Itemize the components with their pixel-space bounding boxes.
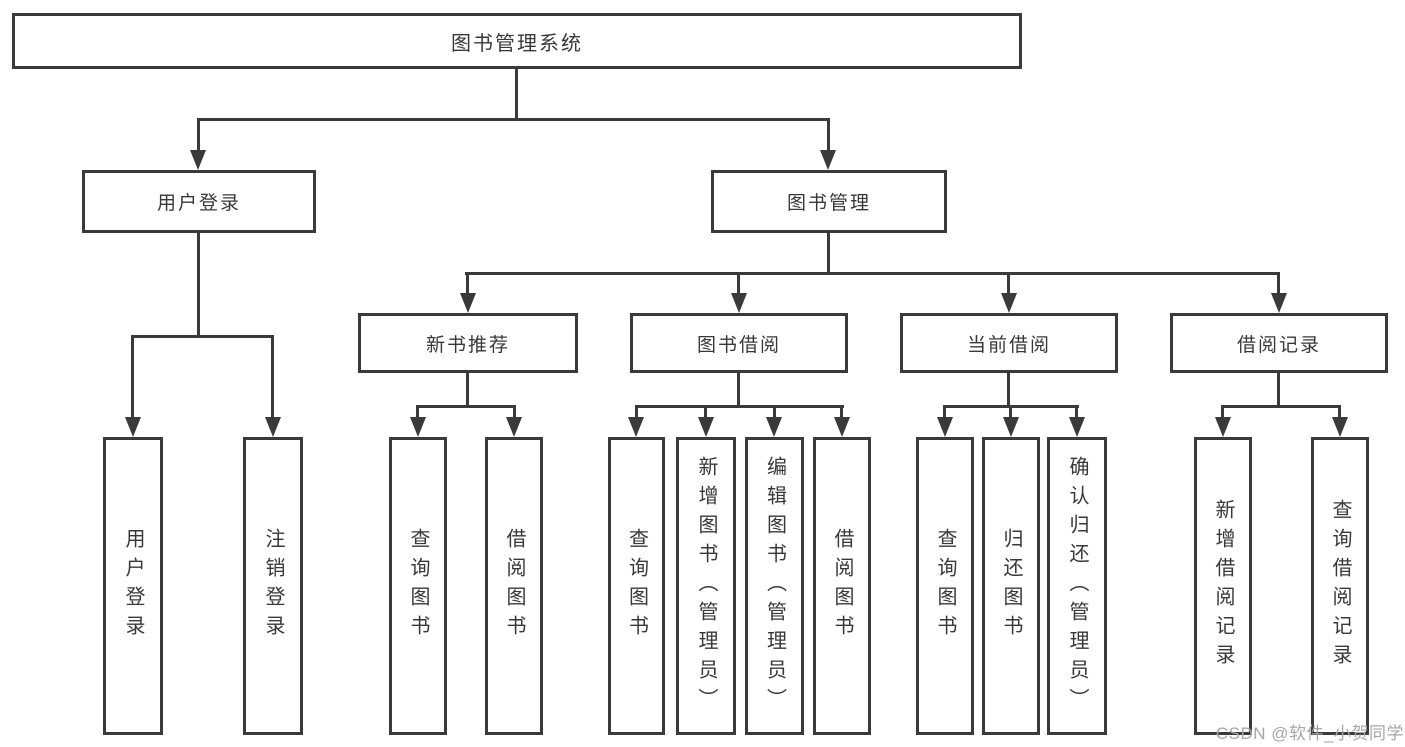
node-library-management-system: 图书管理系统 <box>12 13 1022 69</box>
connector-stem <box>197 233 200 335</box>
node-book-borrow: 图书借阅 <box>630 313 848 373</box>
connector-drop <box>271 335 274 419</box>
connector-bar <box>465 272 1280 275</box>
connector-drop <box>943 405 946 421</box>
connector-bar <box>197 118 830 121</box>
leaf-label: 查询图书 <box>625 528 648 644</box>
leaf-confirm-return-admin: 确认归还（管理员） <box>1047 437 1107 735</box>
arrow-down-icon <box>698 417 714 437</box>
arrow-down-icon <box>766 417 782 437</box>
connector-drop <box>773 405 776 421</box>
connector-bar <box>635 405 844 408</box>
connector-drop <box>1338 405 1341 421</box>
leaf-label: 查询图书 <box>934 528 956 644</box>
leaf-label: 归还图书 <box>1000 528 1022 644</box>
connector-drop <box>635 405 638 421</box>
connector-stem <box>737 373 740 405</box>
connector-bar <box>1221 405 1341 408</box>
arrow-down-icon <box>506 417 522 437</box>
leaf-add-books-admin: 新增图书（管理员） <box>676 437 736 735</box>
leaf-label: 新增借阅记录 <box>1212 499 1234 673</box>
arrow-down-icon <box>265 417 281 437</box>
leaf-label: 查询图书 <box>407 528 429 644</box>
arrow-down-icon <box>628 417 644 437</box>
arrow-down-icon <box>1215 417 1231 437</box>
arrow-down-icon <box>190 150 206 170</box>
leaf-user-login: 用户登录 <box>103 437 163 735</box>
node-current-borrow: 当前借阅 <box>900 313 1118 373</box>
arrow-down-icon <box>125 417 141 437</box>
arrow-down-icon <box>1001 293 1017 313</box>
leaf-label: 确认归还（管理员） <box>1066 455 1088 717</box>
leaf-label: 借阅图书 <box>503 528 525 644</box>
leaf-label: 注销登录 <box>262 528 284 644</box>
connector-drop <box>1007 272 1010 295</box>
connector-drop <box>1221 405 1224 421</box>
connector-stem <box>515 69 518 118</box>
leaf-add-borrow-records: 新增借阅记录 <box>1194 437 1252 735</box>
leaf-edit-books-admin: 编辑图书（管理员） <box>745 437 804 735</box>
leaf-query-books-borrow: 查询图书 <box>608 437 665 735</box>
connector-drop <box>416 405 419 421</box>
connector-drop <box>1009 405 1012 421</box>
leaf-label: 新增图书（管理员） <box>695 455 717 717</box>
leaf-label: 用户登录 <box>122 528 144 644</box>
connector-stem <box>827 233 830 272</box>
arrow-down-icon <box>1332 417 1348 437</box>
arrow-down-icon <box>1003 417 1019 437</box>
connector-stem <box>466 373 469 405</box>
node-borrow-records: 借阅记录 <box>1170 313 1388 373</box>
connector-drop <box>827 118 830 154</box>
connector-drop <box>1075 405 1078 421</box>
node-user-login: 用户登录 <box>82 170 316 233</box>
connector-drop <box>737 272 740 295</box>
connector-drop <box>466 272 469 295</box>
arrow-down-icon <box>1271 293 1287 313</box>
leaf-return-books: 归还图书 <box>982 437 1040 735</box>
connector-bar <box>131 335 274 338</box>
connector-stem <box>1007 373 1010 405</box>
leaf-borrow-books-recommend: 借阅图书 <box>485 437 543 735</box>
connector-drop <box>197 118 200 154</box>
node-new-book-recommend: 新书推荐 <box>358 313 578 373</box>
leaf-borrow-books: 借阅图书 <box>813 437 871 735</box>
leaf-query-borrow-records: 查询借阅记录 <box>1311 437 1369 735</box>
leaf-query-books-current: 查询图书 <box>916 437 974 735</box>
connector-drop <box>131 335 134 419</box>
csdn-watermark: CSDN @软件_小贺同学 <box>1215 724 1404 743</box>
connector-bar <box>416 405 516 408</box>
connector-drop <box>704 405 707 421</box>
arrow-down-icon <box>460 293 476 313</box>
node-book-management: 图书管理 <box>711 170 947 233</box>
connector-drop <box>513 405 516 421</box>
leaf-query-books-recommend: 查询图书 <box>389 437 447 735</box>
connector-drop <box>840 405 843 421</box>
arrow-down-icon <box>820 150 836 170</box>
arrow-down-icon <box>937 417 953 437</box>
arrow-down-icon <box>731 293 747 313</box>
connector-drop <box>1277 272 1280 295</box>
leaf-label: 借阅图书 <box>831 528 853 644</box>
leaf-label: 查询借阅记录 <box>1329 499 1351 673</box>
arrow-down-icon <box>834 417 850 437</box>
leaf-label: 编辑图书（管理员） <box>763 455 786 717</box>
connector-stem <box>1277 373 1280 405</box>
leaf-logout-login: 注销登录 <box>243 437 303 735</box>
arrow-down-icon <box>1069 417 1085 437</box>
arrow-down-icon <box>410 417 426 437</box>
